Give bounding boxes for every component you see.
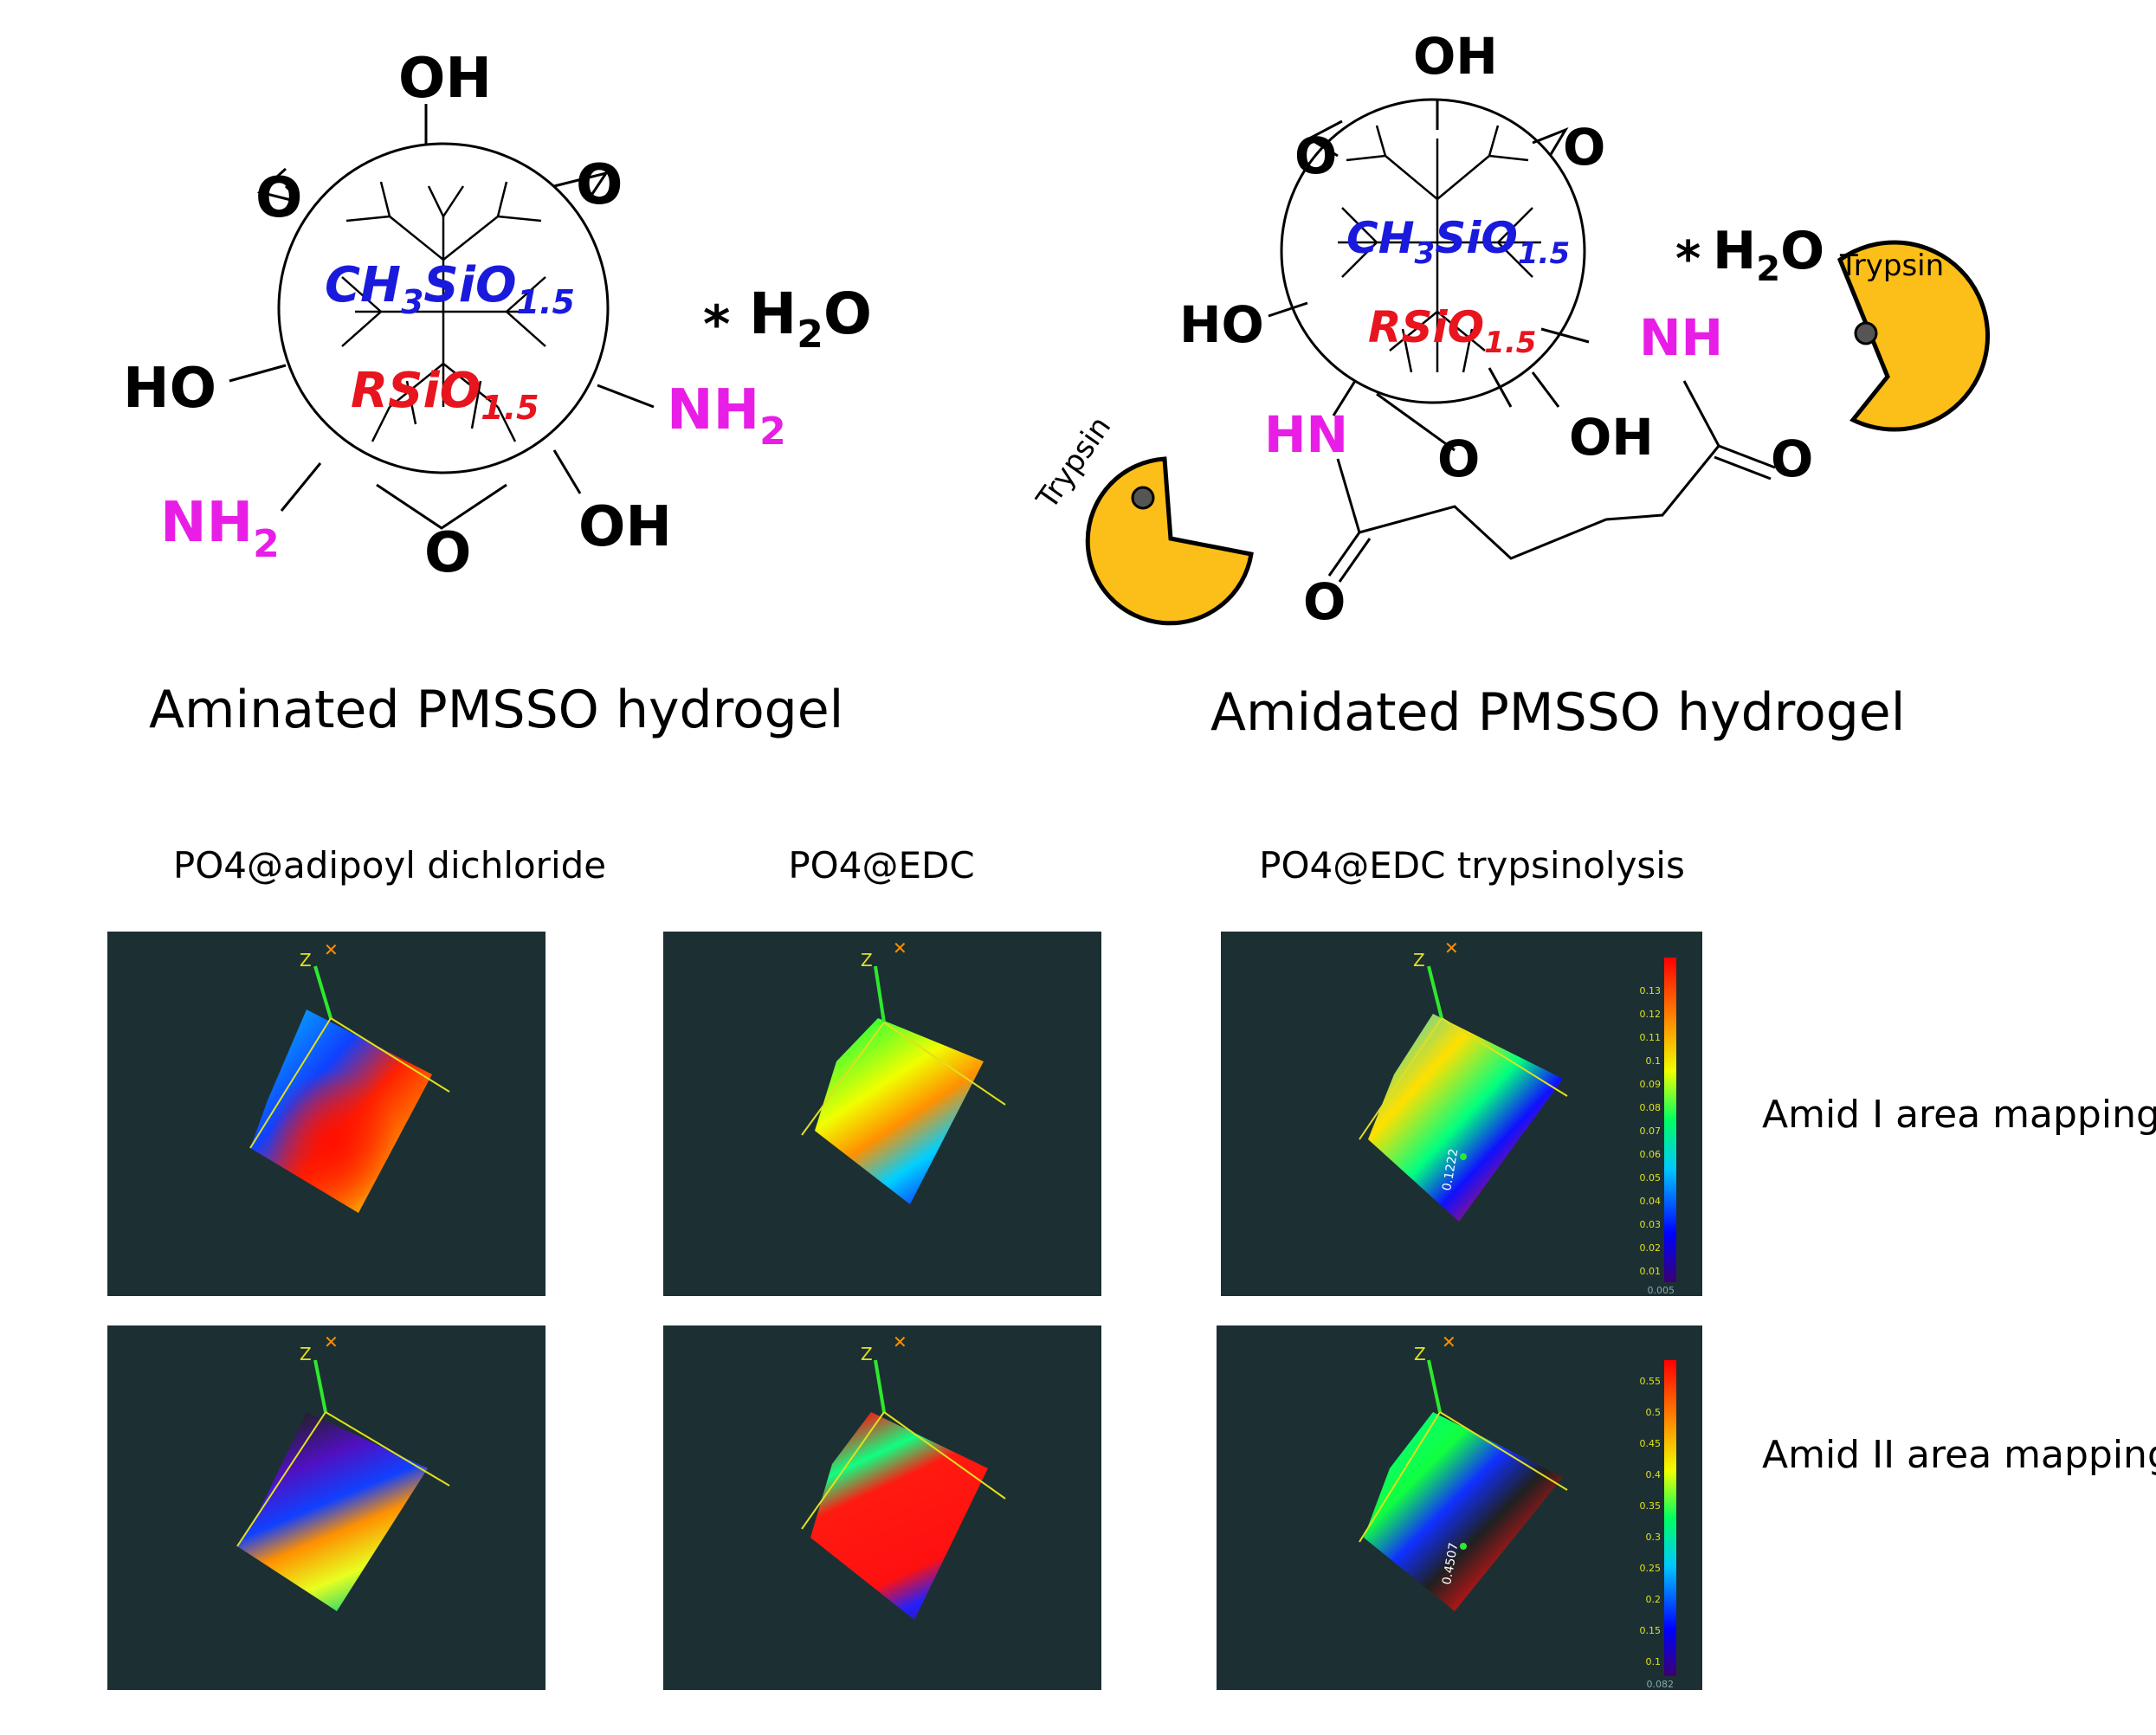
svg-text:0.082: 0.082 bbox=[1647, 1679, 1675, 1690]
o-bottom-label: O bbox=[1437, 429, 1480, 488]
nh2-left-label: NH2 bbox=[160, 491, 280, 566]
svg-text:Z: Z bbox=[300, 1344, 312, 1364]
core-r-label: RSiO1.5 bbox=[351, 363, 539, 427]
svg-text:0.4: 0.4 bbox=[1646, 1469, 1662, 1480]
trypsin-enzyme-icon-left bbox=[1085, 456, 1254, 626]
o-right-label: O bbox=[1563, 118, 1605, 177]
svg-text:0.3: 0.3 bbox=[1646, 1532, 1662, 1543]
water-label: H2O bbox=[749, 281, 872, 357]
row-label-amid2: Amid II area mapping bbox=[1762, 1433, 2156, 1477]
svg-text:0.02: 0.02 bbox=[1640, 1242, 1662, 1254]
trypsin-label-right: Trypsin bbox=[1839, 248, 1944, 283]
svg-text:✕: ✕ bbox=[324, 1332, 339, 1352]
svg-text:0.15: 0.15 bbox=[1640, 1625, 1662, 1636]
svg-text:0.05: 0.05 bbox=[1640, 1172, 1662, 1184]
nh2-right-label: NH2 bbox=[667, 378, 786, 454]
svg-text:0.2: 0.2 bbox=[1646, 1594, 1662, 1605]
svg-text:Z: Z bbox=[1414, 1344, 1426, 1364]
svg-text:0.13: 0.13 bbox=[1640, 985, 1662, 996]
column-title-edc: PO4@EDC bbox=[788, 844, 975, 887]
map-edc-amid1: Z ✕ bbox=[663, 932, 1101, 1296]
svg-text:0.25: 0.25 bbox=[1640, 1563, 1662, 1574]
svg-text:✕: ✕ bbox=[893, 1332, 907, 1352]
svg-text:0.45: 0.45 bbox=[1640, 1438, 1662, 1449]
svg-text:0.06: 0.06 bbox=[1640, 1149, 1662, 1160]
map-edc-trypsinolysis-amid1: Z ✕ 0.1222 0.13 0.12 0.11 0.1 0.09 0.08 … bbox=[1221, 932, 1702, 1296]
carbonyl-o-left: O bbox=[1303, 572, 1346, 631]
svg-text:Z: Z bbox=[861, 1344, 873, 1364]
ho-left-label: HO bbox=[1179, 295, 1264, 354]
svg-text:0.5: 0.5 bbox=[1646, 1407, 1662, 1418]
trypsin-enzyme-icon-right bbox=[1836, 240, 1990, 432]
amidated-caption: Amidated PMSSO hydrogel bbox=[1210, 682, 1906, 743]
column-title-adipoyl: PO4@adipoyl dichloride bbox=[172, 844, 607, 887]
map-edc-amid2: Z ✕ bbox=[663, 1325, 1101, 1690]
aminated-caption: Aminated PMSSO hydrogel bbox=[149, 680, 844, 740]
core-methyl-label: CH3SiO1.5 bbox=[325, 257, 575, 321]
water-star: * bbox=[1675, 231, 1701, 287]
oh-top-label: OH bbox=[398, 47, 492, 111]
o-right-label: O bbox=[576, 153, 623, 217]
svg-text:0.1: 0.1 bbox=[1646, 1055, 1662, 1067]
map-adipoyl-amid2: Z ✕ bbox=[107, 1325, 545, 1690]
svg-text:✕: ✕ bbox=[1442, 1332, 1456, 1352]
water-label: H2O bbox=[1713, 221, 1824, 289]
svg-text:0.04: 0.04 bbox=[1640, 1196, 1662, 1207]
svg-text:✕: ✕ bbox=[1444, 938, 1459, 958]
svg-text:✕: ✕ bbox=[893, 938, 907, 958]
chemical-structures: OH O O HO NH2 NH2 O OH CH3SiO1.5 RSiO1.5… bbox=[123, 27, 1990, 631]
svg-text:0.1: 0.1 bbox=[1646, 1656, 1662, 1667]
svg-text:Z: Z bbox=[1413, 950, 1425, 971]
hn-left-label: HN bbox=[1264, 405, 1348, 464]
svg-text:Z: Z bbox=[300, 950, 312, 971]
svg-text:0.07: 0.07 bbox=[1640, 1125, 1662, 1137]
svg-text:0.01: 0.01 bbox=[1640, 1266, 1662, 1277]
column-title-edc-trypsinolysis: PO4@EDC trypsinolysis bbox=[1259, 844, 1685, 887]
svg-text:0.12: 0.12 bbox=[1640, 1009, 1662, 1020]
svg-text:0.55: 0.55 bbox=[1640, 1376, 1662, 1387]
aminated-structure: OH O O HO NH2 NH2 O OH CH3SiO1.5 RSiO1.5… bbox=[123, 47, 872, 585]
row-label-amid1: Amid I area mapping bbox=[1762, 1093, 2156, 1137]
o-left-label: O bbox=[1294, 126, 1337, 185]
map-edc-trypsinolysis-amid2: Z ✕ 0.4507 0.55 0.5 0.45 0.4 0.35 0.3 0.… bbox=[1217, 1325, 1702, 1690]
svg-text:0.09: 0.09 bbox=[1640, 1079, 1662, 1090]
svg-text:0.35: 0.35 bbox=[1640, 1500, 1662, 1512]
svg-text:0.08: 0.08 bbox=[1640, 1102, 1662, 1113]
o-left-label: O bbox=[255, 166, 302, 230]
oh-bottom-label: OH bbox=[1569, 408, 1654, 467]
dendrimer-branches-right bbox=[1338, 125, 1541, 373]
amidated-structure: OH O O HO NH HN O OH O O CH3SiO1.5 RSiO1… bbox=[1030, 27, 1990, 631]
dendrimer-branches bbox=[341, 181, 546, 442]
ho-left-label: HO bbox=[123, 357, 216, 421]
o-bottom-label: O bbox=[424, 521, 471, 585]
water-star: * bbox=[703, 294, 730, 355]
oh-top-label: OH bbox=[1413, 27, 1498, 86]
core-r-label: RSiO1.5 bbox=[1368, 302, 1536, 360]
nh-right-label: NH bbox=[1639, 308, 1723, 367]
svg-text:Z: Z bbox=[861, 950, 873, 971]
svg-text:0.03: 0.03 bbox=[1640, 1219, 1662, 1230]
oh-bottom-label: OH bbox=[578, 495, 672, 559]
svg-text:0.11: 0.11 bbox=[1640, 1032, 1662, 1043]
svg-text:0.005: 0.005 bbox=[1648, 1285, 1675, 1296]
carbonyl-o-right: O bbox=[1771, 429, 1813, 488]
map-adipoyl-amid1: Z ✕ bbox=[107, 932, 545, 1296]
svg-text:✕: ✕ bbox=[324, 939, 339, 960]
core-methyl-label: CH3SiO1.5 bbox=[1346, 213, 1570, 271]
